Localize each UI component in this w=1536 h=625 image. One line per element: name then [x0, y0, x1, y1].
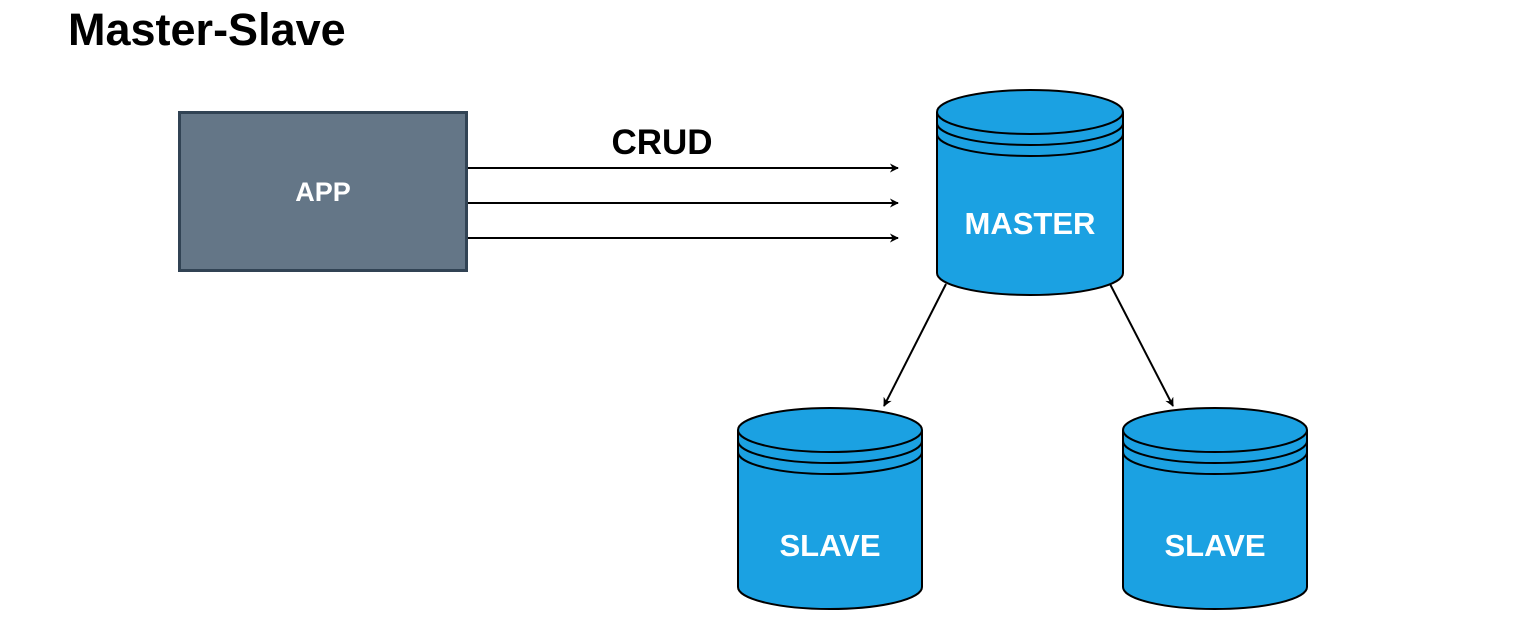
- replication-arrow-left: [883, 283, 947, 407]
- slave-right-label: SLAVE: [1164, 528, 1265, 563]
- app-node: APP: [178, 111, 468, 272]
- replication-arrows: [883, 283, 1174, 407]
- app-box: [178, 111, 468, 272]
- slave-left-database-icon: SLAVE: [737, 407, 923, 610]
- replication-arrow-right: [1109, 283, 1174, 407]
- page-title: Master-Slave: [68, 4, 346, 55]
- crud-arrows: CRUD: [468, 123, 899, 243]
- crud-label: CRUD: [611, 123, 712, 162]
- app-label: APP: [295, 177, 351, 207]
- slave-left-label: SLAVE: [779, 528, 880, 563]
- master-label: MASTER: [965, 206, 1096, 241]
- slave-right-database-icon: SLAVE: [1122, 407, 1308, 610]
- master-database-icon: MASTER: [936, 89, 1124, 296]
